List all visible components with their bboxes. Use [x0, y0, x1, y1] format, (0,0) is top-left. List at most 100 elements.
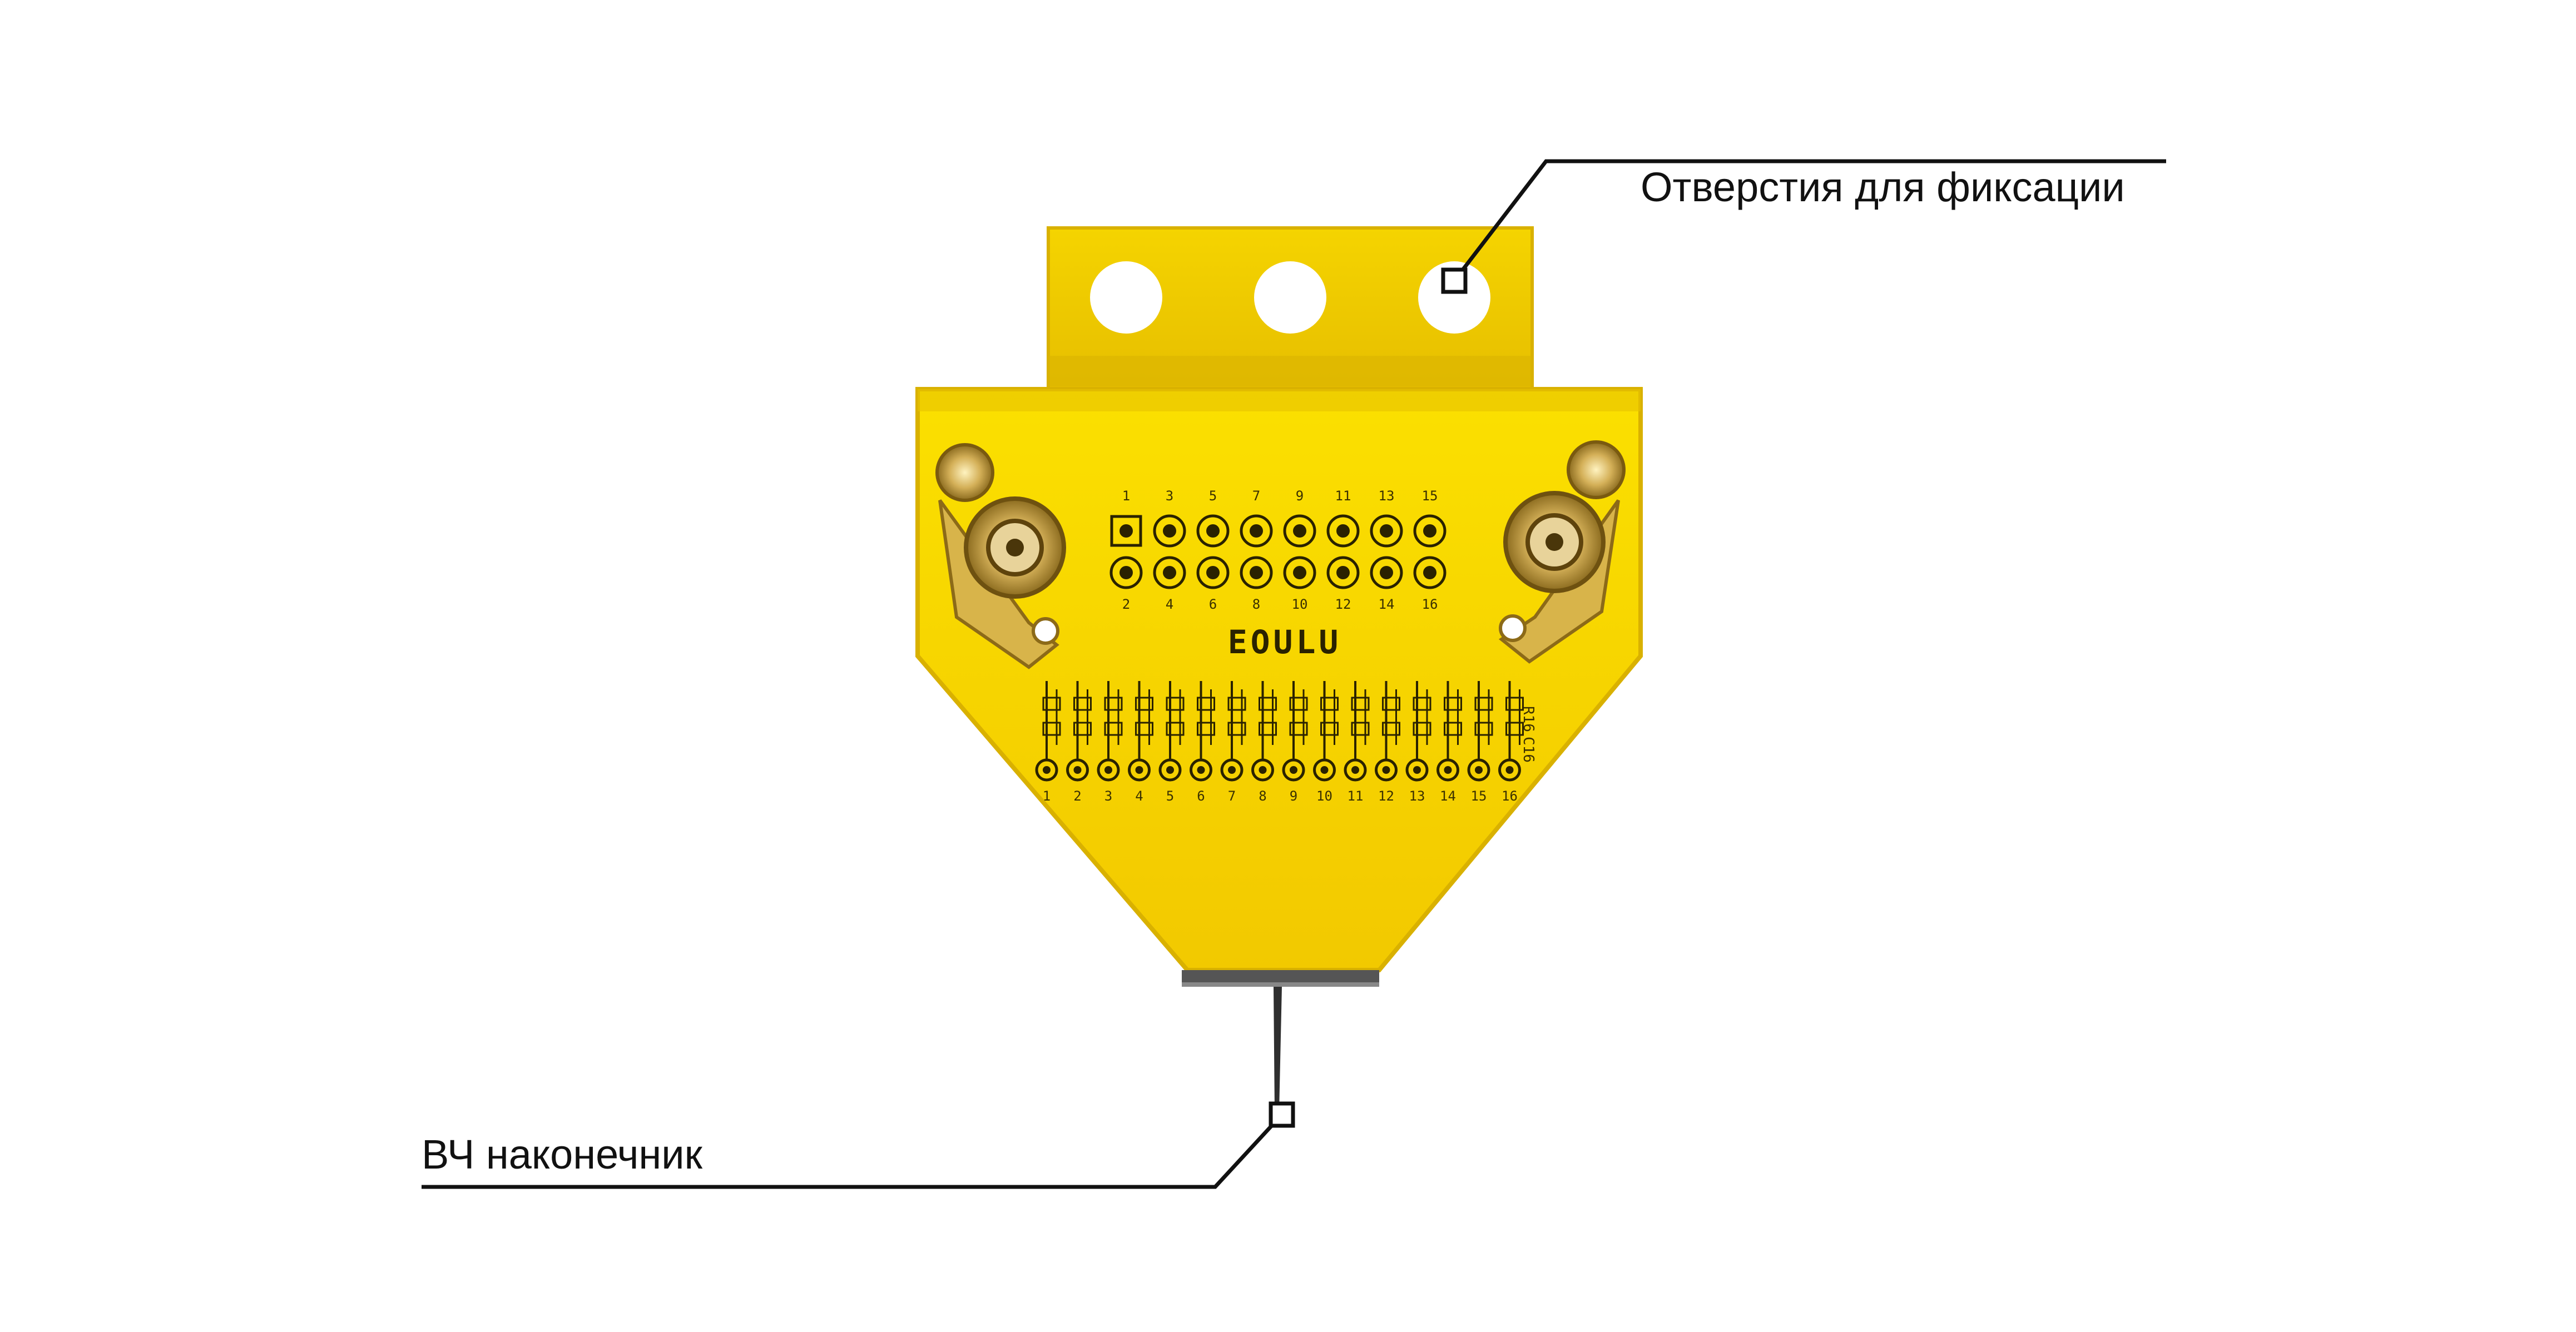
smd-resistor [1474, 697, 1493, 711]
pin-pad [1196, 514, 1230, 548]
bottom-pad-hole [1043, 766, 1051, 774]
pad-number: 6 [1197, 788, 1205, 804]
header-number-bottom: 16 [1422, 597, 1438, 612]
pin-pad [1196, 556, 1230, 589]
smd-resistor [1227, 697, 1246, 711]
bottom-pad-hole [1290, 766, 1297, 774]
header-number-top: 7 [1252, 488, 1260, 504]
header-number-bottom: 8 [1252, 597, 1260, 612]
smd-resistor [1104, 697, 1123, 711]
smd-resistor [1505, 697, 1524, 711]
bottom-pad [1436, 758, 1459, 782]
bottom-pad-hole [1320, 766, 1329, 774]
bottom-pad [1220, 758, 1244, 782]
bottom-pad [1128, 758, 1151, 782]
callout-tip-leader [422, 1101, 1295, 1189]
bottom-pad-hole [1444, 766, 1452, 774]
header-number-bottom: 10 [1292, 597, 1308, 612]
mounting-hole-icon [1090, 261, 1162, 334]
smd-resistor [1382, 697, 1400, 711]
pin-hole [1250, 566, 1263, 579]
pin-hole [1293, 566, 1306, 579]
smd-resistor [1413, 697, 1431, 711]
bottom-pad-hole [1259, 766, 1267, 774]
header-number-top: 15 [1422, 488, 1438, 504]
pin-hole [1163, 566, 1176, 579]
smd-capacitor [1073, 722, 1092, 736]
smd-capacitor [1259, 722, 1277, 736]
pin-hole [1336, 566, 1350, 579]
component-label-c16: C16 [1520, 737, 1537, 763]
pin-hole [1250, 524, 1263, 538]
header-number-bottom: 4 [1166, 597, 1173, 612]
bottom-pad-hole [1351, 766, 1359, 774]
header-number-top: 11 [1335, 488, 1351, 504]
pad-number: 4 [1135, 788, 1143, 804]
smd-resistor [1197, 697, 1215, 711]
pad-number: 2 [1073, 788, 1081, 804]
header-number-top: 3 [1166, 488, 1173, 504]
pin-pad [1109, 556, 1143, 589]
callout-marker-holes [1441, 267, 1468, 294]
smd-resistor [1042, 697, 1061, 711]
bottom-pad [1158, 758, 1182, 782]
smd-capacitor [1104, 722, 1123, 736]
pin-pad [1283, 556, 1316, 589]
pad-number: 9 [1290, 788, 1297, 804]
rf-connector-icon [935, 443, 994, 502]
smd-capacitor [1197, 722, 1215, 736]
bottom-pad [1066, 758, 1089, 782]
pin-hole [1336, 524, 1350, 538]
pin-pad [1370, 556, 1403, 589]
pin-pad [1413, 556, 1446, 589]
bottom-pad-hole [1166, 766, 1174, 774]
pad-number: 1 [1043, 788, 1051, 804]
pad-number: 3 [1104, 788, 1112, 804]
header-number-bottom: 12 [1335, 597, 1351, 612]
callout-holes-leader [1441, 159, 2166, 294]
bottom-pad-hole [1073, 766, 1082, 774]
smd-capacitor [1135, 722, 1153, 736]
pin-hole [1423, 566, 1436, 579]
callout-marker-tip [1269, 1101, 1295, 1128]
smd-capacitor [1351, 722, 1370, 736]
smd-resistor [1259, 697, 1277, 711]
pin-hole [1119, 524, 1133, 538]
pin-hole [1423, 524, 1436, 538]
probe-tip [1182, 970, 1379, 1112]
pad-number: 8 [1259, 788, 1266, 804]
pad-number: 7 [1228, 788, 1236, 804]
pin-pad [1326, 514, 1360, 548]
pin-pad [1153, 514, 1186, 548]
smd-capacitor [1505, 722, 1524, 736]
callout-label-tip: ВЧ наконечник [422, 1131, 702, 1177]
bottom-pad [1035, 758, 1058, 782]
pin-pad [1110, 515, 1142, 547]
header-number-top: 13 [1379, 488, 1395, 504]
header-number-bottom: 14 [1379, 597, 1395, 612]
header-number-top: 1 [1122, 488, 1130, 504]
smd-capacitor [1166, 722, 1185, 736]
bottom-pad [1344, 758, 1367, 782]
pin-pad [1153, 556, 1186, 589]
smd-capacitor [1320, 722, 1339, 736]
pin-hole [1206, 566, 1220, 579]
mounting-hole-icon [1418, 261, 1490, 334]
smd-resistor [1320, 697, 1339, 711]
bottom-pad [1282, 758, 1305, 782]
smd-resistor [1351, 697, 1370, 711]
bottom-pad [1375, 758, 1398, 782]
pad-number: 13 [1409, 788, 1425, 804]
bottom-pad-hole [1135, 766, 1143, 774]
pad-number: 11 [1348, 788, 1364, 804]
header-number-top: 5 [1209, 488, 1217, 504]
smd-resistor [1073, 697, 1092, 711]
bottom-pad [1251, 758, 1274, 782]
smd-resistor [1135, 697, 1153, 711]
smd-resistor [1444, 697, 1462, 711]
smd-capacitor [1382, 722, 1400, 736]
bottom-pad [1498, 758, 1521, 782]
callout-label-holes: Отверстия для фиксации [1641, 164, 2125, 210]
